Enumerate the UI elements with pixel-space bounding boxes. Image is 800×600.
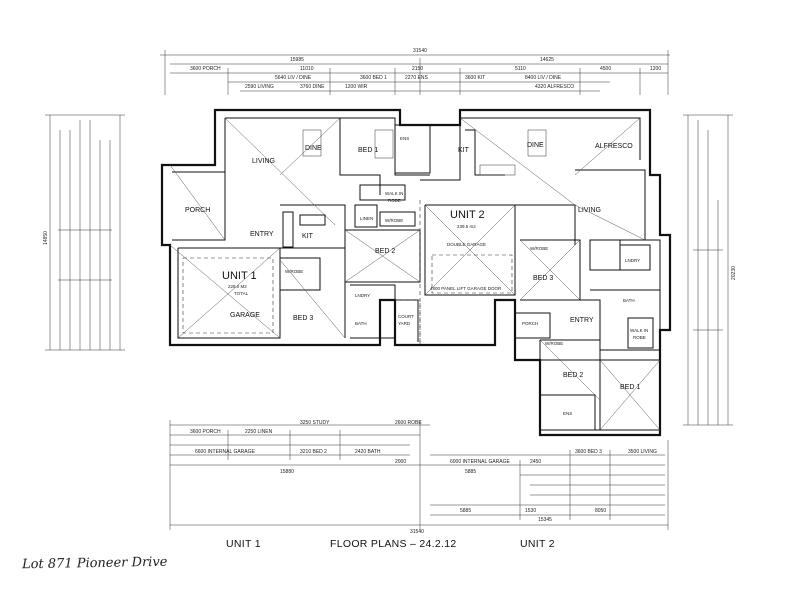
caption-unit2: UNIT 2 bbox=[520, 538, 555, 550]
dim-bot-d2: 1530 bbox=[525, 508, 536, 514]
dim-bot-a1: 3600 PORCH bbox=[190, 429, 221, 435]
dim-bot-b2: 3210 BED 2 bbox=[300, 449, 327, 455]
room-u2-entry: ENTRY bbox=[570, 317, 594, 324]
dim-bot-b1: 6600 INTERNAL GARAGE bbox=[195, 449, 256, 455]
dim-garage-note: 4800 PANEL LIFT GARAGE DOOR bbox=[430, 286, 502, 291]
unit1-name: UNIT 1 bbox=[222, 270, 257, 282]
room-u1-wrobe: W/ROBE bbox=[385, 218, 403, 223]
top-dimension-lines: 31540 15985 14625 3600 PORCH 11010 2150 … bbox=[160, 48, 670, 95]
dim-bot-c1: 2000 bbox=[395, 459, 406, 465]
dim-bot-c3: 2450 bbox=[530, 459, 541, 465]
dim-bot-right: 15345 bbox=[538, 517, 552, 523]
room-u2-wrobe2: W/ROBE bbox=[545, 341, 563, 346]
room-u2-walkin: WALK IN bbox=[630, 328, 648, 333]
dim-bot-d1b: 5885 bbox=[460, 508, 471, 514]
dim-bot-b3: 2420 BATH bbox=[355, 449, 381, 455]
room-labels: LIVING DINE BED 1 ENS WALK IN ROBE PORCH… bbox=[185, 136, 648, 416]
dim-top-b1: 5640 LIV / DINE bbox=[275, 75, 312, 81]
room-u2-kit: KIT bbox=[458, 147, 470, 154]
room-u1-entry: ENTRY bbox=[250, 231, 274, 238]
room-u1-linen: LINEN bbox=[360, 216, 373, 221]
unit2-name: UNIT 2 bbox=[450, 209, 485, 221]
room-u1-walkin: WALK IN bbox=[385, 191, 403, 196]
room-u1-bed1: BED 1 bbox=[358, 147, 378, 154]
unit2-area: 239.5 m2 bbox=[457, 224, 476, 229]
dim-top-c2: 3760 DINE bbox=[300, 84, 325, 90]
unit2-walls bbox=[419, 117, 661, 431]
room-u1-bath: BATH bbox=[355, 321, 367, 326]
dim-right-total: 20230 bbox=[731, 266, 737, 280]
left-dimension-lines: 14850 bbox=[43, 114, 125, 351]
dim-bot-c2: 6000 INTERNAL GARAGE bbox=[450, 459, 511, 465]
room-u2-bed3: BED 3 bbox=[533, 275, 553, 282]
dim-bot-total: 31540 bbox=[410, 529, 424, 535]
caption-floor-plans: FLOOR PLANS – 24.2.12 bbox=[330, 538, 457, 550]
room-u1-bed2: BED 2 bbox=[375, 248, 395, 255]
dim-top-left: 15985 bbox=[290, 57, 304, 63]
dim-top-a5: 4500 bbox=[600, 66, 611, 72]
room-u2-robe: ROBE bbox=[633, 335, 646, 340]
caption-unit1: UNIT 1 bbox=[226, 538, 261, 550]
room-u1-ens: ENS bbox=[400, 136, 409, 141]
room-u2-bed1: BED 1 bbox=[620, 384, 640, 391]
dim-top-b4: 3600 KIT bbox=[465, 75, 485, 81]
dim-bot-c4: 3600 BED 3 bbox=[575, 449, 602, 455]
unit1-total: TOTAL bbox=[234, 291, 249, 296]
dim-bot-a2: 2250 LINEN bbox=[245, 429, 273, 435]
dim-top-b3: 2270 ENS bbox=[405, 75, 428, 81]
room-u1-garage: GARAGE bbox=[230, 312, 260, 319]
dim-top-b2: 3600 BED 1 bbox=[360, 75, 387, 81]
dim-top-a6: 1200 bbox=[650, 66, 661, 72]
dim-top-b5: 8400 LIV / DINE bbox=[525, 75, 562, 81]
room-u2-ens: ENS bbox=[563, 411, 572, 416]
room-u2-alfresco: ALFRESCO bbox=[595, 143, 633, 150]
room-u2-wrobe: W/ROBE bbox=[530, 246, 548, 251]
dim-bot-a3: 3250 STUDY bbox=[300, 420, 330, 426]
dim-bot-d3: 8050 bbox=[595, 508, 606, 514]
dim-top-total: 31540 bbox=[413, 48, 427, 54]
handwritten-lot-note: Lot 871 Pioneer Drive bbox=[21, 554, 168, 573]
dim-bot-left: 15880 bbox=[280, 469, 294, 475]
dim-top-a2: 11010 bbox=[300, 66, 314, 72]
room-u2-bath: BATH bbox=[623, 298, 635, 303]
dim-top-c4: 4320 ALFRESCO bbox=[535, 84, 574, 90]
room-u2-bed2: BED 2 bbox=[563, 372, 583, 379]
dim-bot-a4: 2600 ROBE bbox=[395, 420, 422, 426]
room-u1-robe: ROBE bbox=[388, 198, 401, 203]
room-u2-lndry: LNDRY bbox=[625, 258, 640, 263]
dim-top-right: 14625 bbox=[540, 57, 554, 63]
room-u1-porch: PORCH bbox=[185, 207, 210, 214]
room-u1-court: COURT bbox=[398, 314, 414, 319]
right-dimension-lines: 20230 bbox=[683, 114, 737, 426]
room-u2-dine: DINE bbox=[527, 142, 544, 149]
room-u1-kit: KIT bbox=[302, 233, 314, 240]
room-u2-living: LIVING bbox=[578, 207, 601, 214]
dim-bot-d1: 5885 bbox=[465, 469, 476, 475]
room-u1-wrobe2: W/ROBE bbox=[285, 269, 303, 274]
dim-top-a1: 3600 PORCH bbox=[190, 66, 221, 72]
room-u1-bed3: BED 3 bbox=[293, 315, 313, 322]
dim-bot-c5: 3500 LIVING bbox=[628, 449, 657, 455]
dim-top-a4: 5110 bbox=[515, 66, 526, 72]
bottom-dimension-lines: 3600 PORCH 2250 LINEN 3250 STUDY 2600 RO… bbox=[169, 420, 669, 535]
dim-top-a3: 2150 bbox=[412, 66, 423, 72]
room-u2-porch: PORCH bbox=[522, 321, 538, 326]
dim-top-c1: 2590 LIVING bbox=[245, 84, 274, 90]
dim-top-c3: 1200 WIR bbox=[345, 84, 368, 90]
dim-left-total: 14850 bbox=[43, 231, 49, 245]
unit1-area: 228.0 M2 bbox=[228, 284, 247, 289]
room-u1-lndry: LNDRY bbox=[355, 293, 370, 298]
room-u1-dine: DINE bbox=[305, 145, 322, 152]
room-u1-living: LIVING bbox=[252, 158, 275, 165]
room-u1-yard: YARD bbox=[398, 321, 411, 326]
room-u2-double-garage: DOUBLE GARAGE bbox=[447, 242, 486, 247]
